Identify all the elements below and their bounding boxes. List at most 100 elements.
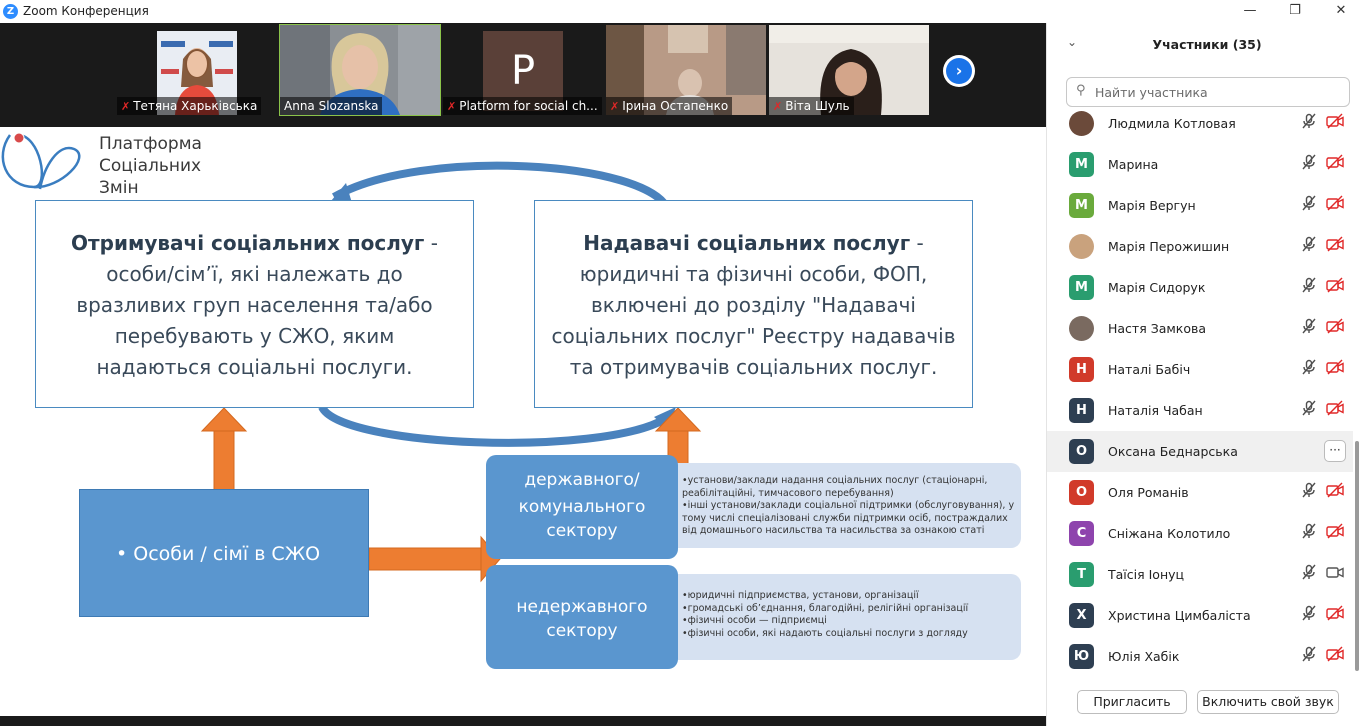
nonstate-item: •юридичні підприємства, установи, органі… [682, 590, 919, 601]
mic-muted-icon[interactable] [1301, 195, 1317, 215]
video-strip: ✗Тетяна Харьківська Anna Slozanska P ✗Pl… [0, 23, 1046, 127]
avatar: M [1069, 275, 1094, 300]
video-off-icon[interactable] [1326, 154, 1344, 174]
mic-muted-icon[interactable] [1301, 113, 1317, 133]
state-sector-box: державного/ комунального сектору [486, 455, 678, 559]
avatar: Ю [1069, 644, 1094, 669]
nonstate-item: •фізичні особи — підприємці [682, 615, 827, 626]
logo-line: Платформа [99, 134, 202, 154]
providers-box: Надавачі соціальних послуг - юридичні та… [534, 200, 973, 408]
participant-row[interactable]: Марія Перожишин [1047, 226, 1353, 267]
participant-name: Людмила Котловая [1108, 116, 1236, 131]
sector-line: недержавного [516, 597, 648, 617]
video-off-icon[interactable] [1326, 605, 1344, 625]
more-options-button[interactable]: ··· [1324, 440, 1346, 462]
tile-name: Віта Шуль [785, 99, 850, 113]
participant-name: Марія Перожишин [1108, 239, 1230, 254]
mic-muted-icon[interactable] [1301, 605, 1317, 625]
mic-muted-icon[interactable] [1301, 359, 1317, 379]
zoom-logo-icon: Z [3, 4, 18, 19]
mic-muted-icon[interactable] [1301, 482, 1317, 502]
logo-line: Соціальних [99, 156, 202, 176]
video-off-icon[interactable] [1326, 236, 1344, 256]
unmute-button[interactable]: Включить свой звук [1197, 690, 1339, 714]
video-off-icon[interactable] [1326, 318, 1344, 338]
participant-row[interactable]: Настя Замкова [1047, 308, 1353, 349]
avatar-photo [1069, 234, 1094, 259]
mic-muted-icon[interactable] [1301, 277, 1317, 297]
video-off-icon[interactable] [1326, 400, 1344, 420]
next-page-button[interactable]: › [943, 55, 975, 87]
avatar: O [1069, 439, 1094, 464]
platform-logo-text: Платформа Соціальних Змін [99, 133, 202, 199]
mic-muted-icon[interactable] [1301, 318, 1317, 338]
mic-muted-icon: ✗ [610, 100, 620, 113]
tile-caption: Anna Slozanska [280, 97, 383, 115]
video-off-icon[interactable] [1326, 523, 1344, 543]
mic-muted-icon[interactable] [1301, 646, 1317, 666]
video-tile[interactable]: ✗Тетяна Харьківська [117, 25, 277, 115]
sector-line: комунального [518, 497, 646, 517]
video-on-icon[interactable] [1326, 564, 1344, 584]
sector-line: сектору [546, 521, 618, 541]
video-tile[interactable]: ✗Віта Шуль [769, 25, 929, 115]
video-off-icon[interactable] [1326, 195, 1344, 215]
invite-button[interactable]: Пригласить [1077, 690, 1187, 714]
avatar-photo [1069, 111, 1094, 136]
participant-row[interactable]: Людмила Котловая [1047, 109, 1353, 144]
search-placeholder: Найти участника [1095, 85, 1208, 100]
video-tile[interactable]: ✗Ірина Остапенко [606, 25, 766, 115]
video-off-icon[interactable] [1326, 646, 1344, 666]
panel-header: ⌄ Участники (35) [1047, 23, 1360, 67]
participant-row[interactable]: O Оксана Беднарська ··· [1047, 431, 1353, 472]
recipients-title: Отримувачі соціальних послуг [71, 231, 425, 255]
participant-name: Настя Замкова [1108, 321, 1207, 336]
participant-row[interactable]: M Марія Сидорук [1047, 267, 1353, 308]
scrollbar-thumb[interactable] [1355, 441, 1359, 671]
participant-name: Марія Сидорук [1108, 280, 1206, 295]
close-button[interactable]: ✕ [1335, 3, 1347, 18]
nonstate-item: •фізичні особи, які надають соціальні по… [682, 627, 968, 639]
participant-name: Оксана Беднарська [1108, 444, 1238, 459]
recipients-box: Отримувачі соціальних послуг - особи/сім… [35, 200, 474, 408]
mic-muted-icon: ✗ [447, 100, 457, 113]
mic-muted-icon[interactable] [1301, 236, 1317, 256]
video-tile-active[interactable]: Anna Slozanska [279, 24, 441, 116]
participants-title: Участники (35) [1152, 37, 1262, 52]
mic-muted-icon[interactable] [1301, 400, 1317, 420]
avatar-photo [1069, 316, 1094, 341]
recipients-text: - особи/сім’ї, які належать до вразливих… [76, 231, 438, 379]
video-off-icon[interactable] [1326, 277, 1344, 297]
mic-muted-icon[interactable] [1301, 154, 1317, 174]
title-bar: Z Zoom Конференция — ❐ ✕ [0, 0, 1360, 23]
video-off-icon[interactable] [1326, 359, 1344, 379]
mic-muted-icon: ✗ [121, 100, 131, 113]
participant-name: Таїсія Іонуц [1108, 567, 1185, 582]
participant-name: Марина [1108, 157, 1159, 172]
collapse-chevron-icon[interactable]: ⌄ [1067, 35, 1078, 49]
mic-muted-icon[interactable] [1301, 564, 1317, 584]
video-tile[interactable]: P ✗Platform for social ch... [443, 25, 603, 115]
minimize-button[interactable]: — [1243, 3, 1257, 18]
mic-muted-icon[interactable] [1301, 523, 1317, 543]
search-participant-input[interactable]: ⚲ Найти участника [1066, 77, 1350, 107]
sector-line: державного/ [524, 470, 640, 490]
state-sector-details: •установи/заклади надання соціальних пос… [672, 463, 1021, 548]
video-off-icon[interactable] [1326, 113, 1344, 133]
restore-button[interactable]: ❐ [1289, 3, 1301, 18]
nonstate-item: •громадські об’єднання, благодійні, релі… [682, 602, 969, 614]
participant-name: Сніжана Колотило [1108, 526, 1231, 541]
tile-caption: ✗Ірина Остапенко [606, 97, 733, 115]
video-off-icon[interactable] [1326, 482, 1344, 502]
tile-name: Ірина Остапенко [622, 99, 729, 113]
